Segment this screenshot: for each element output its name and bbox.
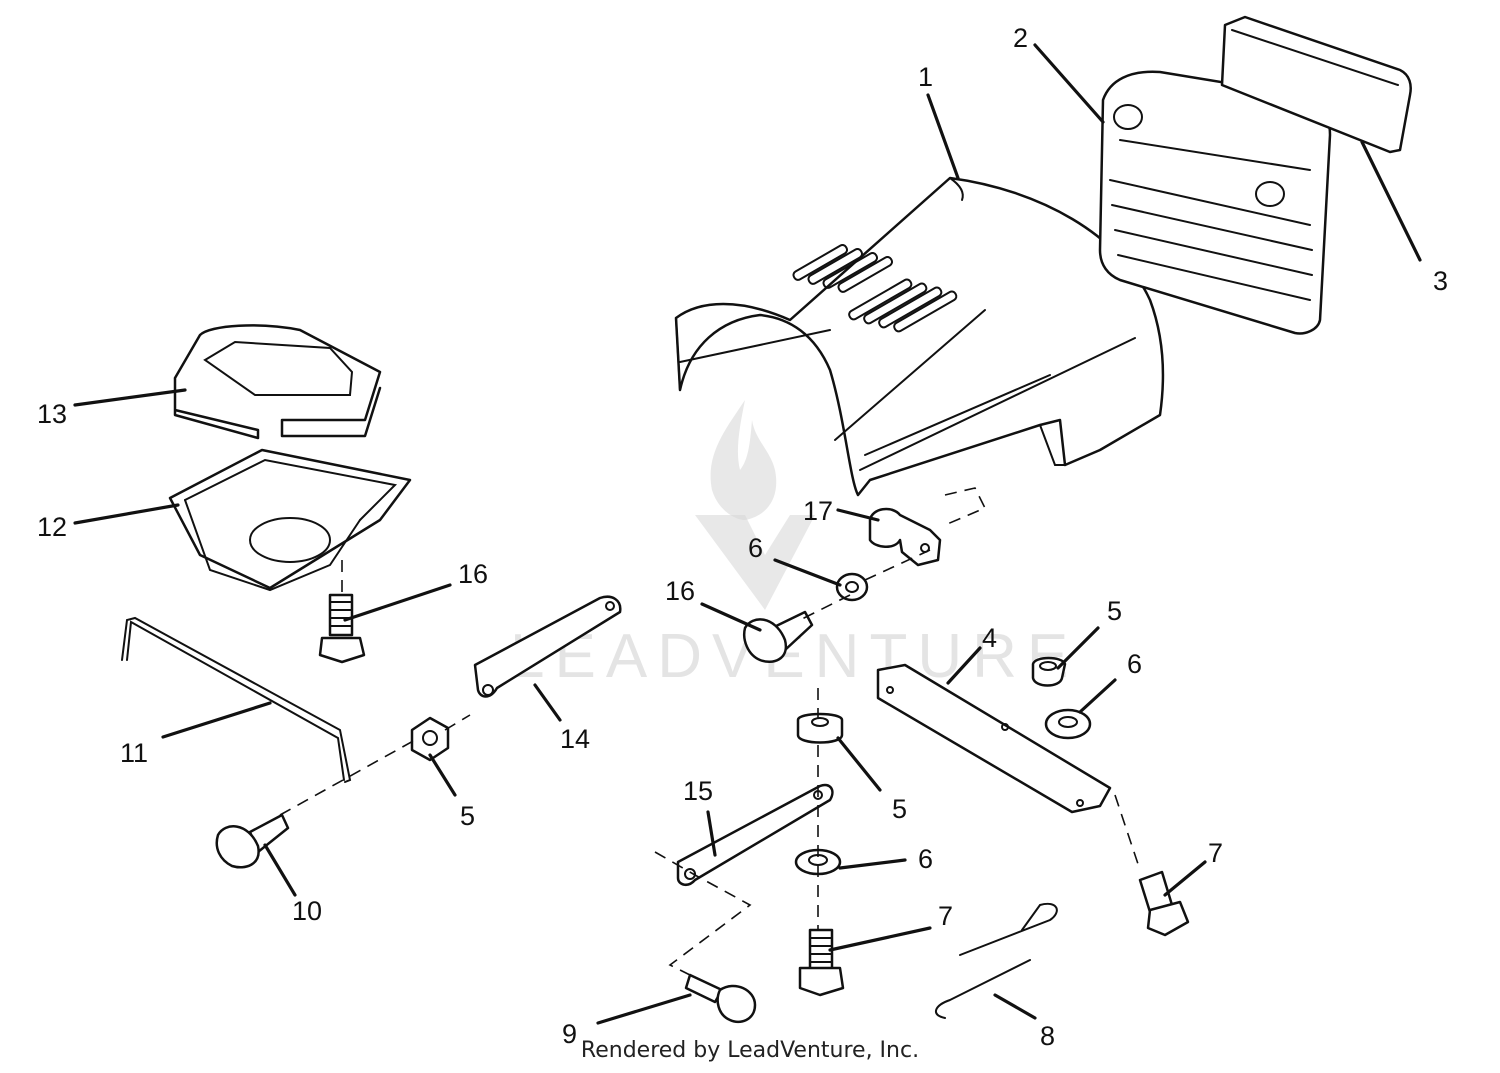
callout-5b: 5 xyxy=(892,794,907,824)
bracket-part-15 xyxy=(676,783,834,886)
hairpin-clip-part xyxy=(935,902,1058,1019)
grille-insert-part xyxy=(1220,15,1412,154)
bolt-7a-part xyxy=(798,928,845,997)
callout-6a: 6 xyxy=(748,533,763,563)
callout-15: 15 xyxy=(683,776,713,806)
callout-5a: 5 xyxy=(460,801,475,831)
bolt-7b-part xyxy=(1138,870,1190,937)
bolt-9-part xyxy=(684,973,757,1024)
assembly-lines xyxy=(279,487,1141,976)
chevron-logo-icon xyxy=(695,515,815,610)
callout-14: 14 xyxy=(560,724,590,754)
callout-8: 8 xyxy=(1040,1021,1055,1051)
callout-12: 12 xyxy=(37,512,67,542)
grille-part xyxy=(1098,70,1332,335)
bolt-16a-part xyxy=(318,593,366,664)
nut-5b-part xyxy=(796,712,844,744)
callout-6c: 6 xyxy=(918,844,933,874)
support-rod-part xyxy=(121,616,352,783)
bolt-16b-part xyxy=(743,610,814,664)
hood-vent-slots xyxy=(792,244,958,333)
callout-9: 9 xyxy=(562,1019,577,1049)
nut-5a-part xyxy=(410,716,450,762)
washer-6b-part xyxy=(1044,708,1092,740)
callout-6b: 6 xyxy=(1127,649,1142,679)
leader-lines xyxy=(73,43,1422,1025)
nut-5c-part xyxy=(1031,656,1067,687)
callout-2: 2 xyxy=(1013,23,1028,53)
hood-part xyxy=(674,176,1165,497)
callout-1: 1 xyxy=(918,62,933,92)
bezel-part xyxy=(173,324,382,440)
bracket-part xyxy=(473,595,622,698)
callout-13: 13 xyxy=(37,399,67,429)
mounting-plate-part xyxy=(876,663,1112,814)
footer-credit: Rendered by LeadVenture, Inc. xyxy=(580,1038,920,1063)
flame-logo-icon xyxy=(710,400,777,520)
callout-11: 11 xyxy=(120,738,148,768)
callout-10: 10 xyxy=(292,896,322,926)
washer-6a-part xyxy=(835,572,869,602)
callout-16b: 16 xyxy=(665,576,695,606)
callout-5c: 5 xyxy=(1107,596,1122,626)
callout-7a: 7 xyxy=(938,901,953,931)
callout-labels: 1 2 3 13 12 16 11 14 5 10 9 16 6 17 15 5… xyxy=(37,23,1448,1051)
storage-tray-part xyxy=(168,448,412,592)
callout-16a: 16 xyxy=(458,559,488,589)
callout-4: 4 xyxy=(982,623,997,653)
callout-3: 3 xyxy=(1433,266,1448,296)
bolt-10-part xyxy=(215,813,290,869)
callout-7b: 7 xyxy=(1208,838,1223,868)
callout-17: 17 xyxy=(803,496,833,526)
hinge-clip-part xyxy=(868,507,942,567)
